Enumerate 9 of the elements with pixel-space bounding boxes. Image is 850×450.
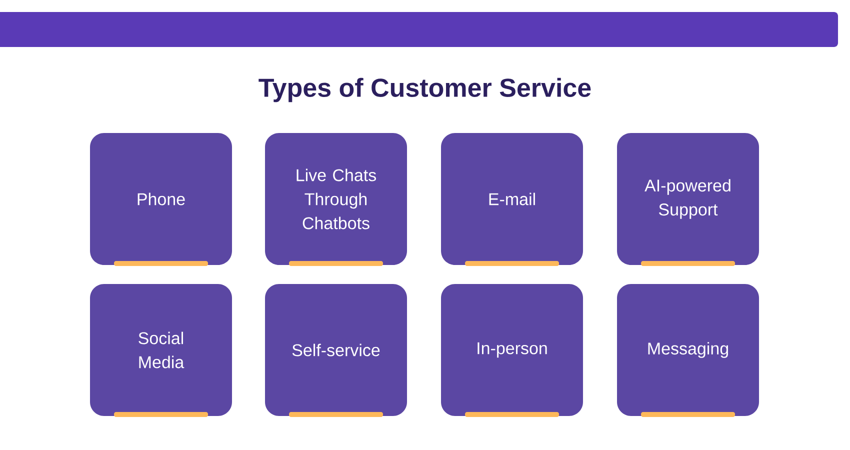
card: Live Chats Through Chatbots [265, 133, 407, 266]
title: Types of Customer Service [258, 78, 591, 102]
card: In-person [441, 284, 583, 417]
card: Self-service [265, 284, 407, 417]
card: Phone [90, 133, 232, 266]
card: E-mail [441, 133, 583, 266]
card: AI-powered Support [617, 133, 760, 266]
card: Social Media [90, 284, 232, 417]
card: Messaging [617, 284, 760, 417]
